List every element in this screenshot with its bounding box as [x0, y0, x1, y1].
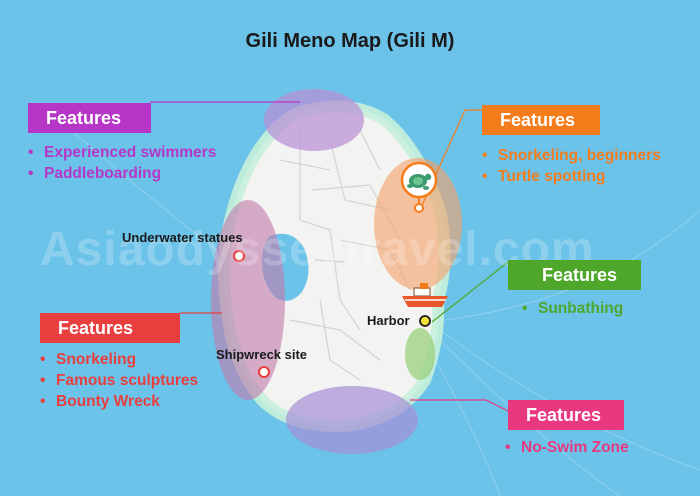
- zone-orange: [374, 158, 462, 290]
- shipwreck-marker[interactable]: [258, 366, 270, 378]
- feature-heading: Features: [542, 265, 618, 285]
- list-item: Snorkeling: [40, 349, 198, 370]
- list-item: Experienced swimmers: [28, 142, 216, 163]
- list-item: Snorkeling, beginners: [482, 145, 661, 166]
- feature-heading: Features: [58, 318, 134, 338]
- list-item: Sunbathing: [522, 298, 623, 319]
- turtle-pin-icon[interactable]: [400, 161, 438, 213]
- map-title: Gili Meno Map (Gili M): [245, 30, 455, 52]
- zone-purple: [264, 89, 364, 151]
- feature-tag-red: Features: [40, 313, 180, 343]
- zone-pink: [286, 386, 418, 454]
- feature-list-red: Snorkeling Famous sculptures Bounty Wrec…: [40, 349, 198, 412]
- feature-tag-purple: Features: [28, 103, 151, 133]
- list-item: Bounty Wreck: [40, 391, 198, 412]
- underwater-statues-label: Underwater statues: [122, 230, 243, 245]
- feature-heading: Features: [500, 110, 576, 130]
- zone-red: [211, 200, 285, 400]
- harbor-label: Harbor: [367, 313, 410, 328]
- list-item: Paddleboarding: [28, 163, 216, 184]
- zone-green: [405, 328, 435, 380]
- feature-list-green: Sunbathing: [522, 298, 623, 319]
- feature-list-pink: No-Swim Zone: [505, 437, 629, 458]
- list-item: Turtle spotting: [482, 166, 661, 187]
- list-item: No-Swim Zone: [505, 437, 629, 458]
- watermark: Asiaodysseytravel.com: [40, 223, 595, 276]
- boat-icon: [402, 283, 448, 307]
- list-item: Famous sculptures: [40, 370, 198, 391]
- feature-heading: Features: [526, 405, 602, 425]
- leader-lines: [150, 101, 511, 413]
- feature-list-purple: Experienced swimmers Paddleboarding: [28, 142, 216, 184]
- harbor-marker[interactable]: [419, 315, 431, 327]
- feature-heading: Features: [46, 108, 122, 128]
- feature-list-orange: Snorkeling, beginners Turtle spotting: [482, 145, 661, 187]
- feature-tag-orange: Features: [482, 105, 600, 135]
- feature-tag-green: Features: [508, 260, 641, 290]
- feature-tag-pink: Features: [508, 400, 624, 430]
- shipwreck-label: Shipwreck site: [216, 347, 308, 362]
- underwater-statues-marker[interactable]: [233, 250, 245, 262]
